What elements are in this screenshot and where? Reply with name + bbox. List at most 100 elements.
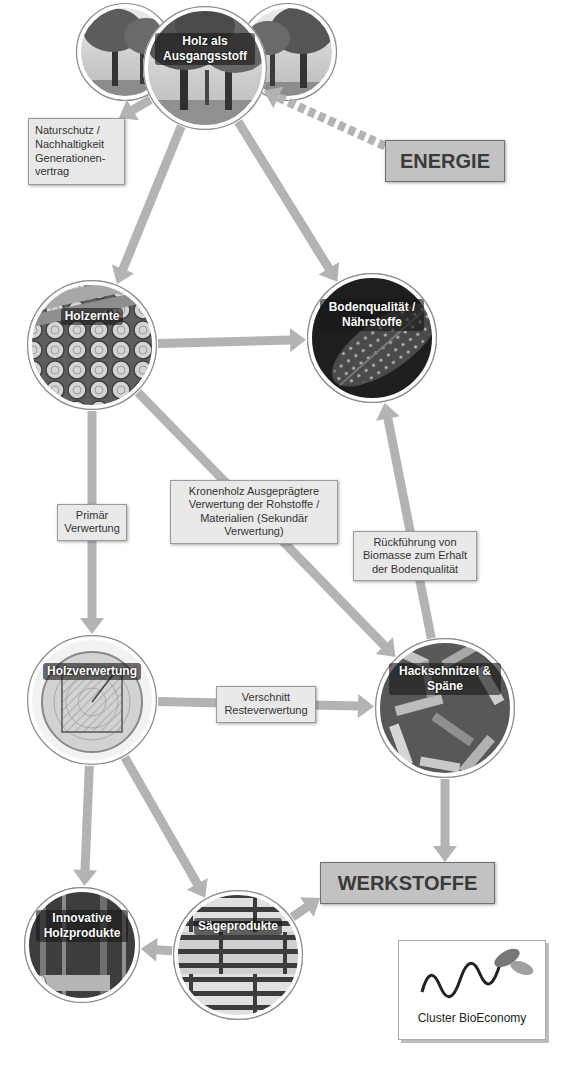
arrow-shaft xyxy=(123,126,181,269)
circle-label: Holzernte xyxy=(61,308,124,325)
circle-label-holder: Holz als Ausgangsstoff xyxy=(155,33,254,65)
sawn-timber-photo xyxy=(173,932,303,974)
flow-arrow xyxy=(141,938,172,962)
box-label: Cluster BioEconomy xyxy=(418,1011,527,1025)
wood-chips-photo xyxy=(419,757,460,773)
box-label: WERKSTOFFE xyxy=(327,871,488,895)
soil-leaf-photo xyxy=(319,288,450,402)
circle-label: Holz als Ausgangsstoff xyxy=(155,33,254,65)
edge-label: Kronenholz Ausgeprägtere Verwertung der … xyxy=(170,480,338,544)
wood-chips-photo xyxy=(375,636,515,778)
circle-label: Bodenqualität / Nährstoffe xyxy=(320,299,424,331)
logo-graphic xyxy=(398,940,546,1040)
circle-ring xyxy=(310,276,435,401)
arrow-shaft xyxy=(292,907,307,918)
flow-arrow xyxy=(73,766,97,886)
logo-graphic xyxy=(398,940,549,1043)
arrow-shaft xyxy=(238,122,329,269)
logo-graphic xyxy=(509,958,536,977)
circle-label-holder: Holzverwertung xyxy=(40,661,144,680)
arrow-shaft xyxy=(278,97,385,146)
circle-ring xyxy=(378,641,513,776)
tree-photo xyxy=(205,70,209,105)
sawn-timber-photo xyxy=(173,890,303,1020)
logo-box: Cluster BioEconomy xyxy=(398,940,546,1040)
energy-box: ENERGIE xyxy=(385,140,505,182)
wood-section-photo xyxy=(27,635,157,765)
circle-ring xyxy=(25,888,140,1003)
circle-label-holder: Bodenqualität / Nährstoffe xyxy=(320,299,424,331)
product-circle: Innovative Holzprodukte xyxy=(24,887,140,1003)
arrow-shaft xyxy=(125,757,198,884)
arrow-head xyxy=(112,265,134,284)
box-label: ENERGIE xyxy=(392,149,498,173)
arrow-shaft xyxy=(156,950,172,951)
arrow-head xyxy=(73,870,97,886)
arrow-head xyxy=(358,694,374,718)
circle-ring xyxy=(27,890,138,1001)
flow-arrow xyxy=(238,122,339,282)
circle-outline xyxy=(27,635,157,765)
forest-product-photo xyxy=(24,887,140,1003)
arrow-head xyxy=(141,938,158,962)
circle-ring xyxy=(146,9,265,128)
circle-label-holder: Hackschnitzel & Späne xyxy=(389,663,501,695)
flow-arrow xyxy=(264,86,385,146)
circle-outline xyxy=(143,6,267,130)
circle-ring xyxy=(30,638,155,763)
sawn-timber-photo xyxy=(173,890,303,1020)
edge-label: Verschnitt Resteverwertung xyxy=(216,686,316,723)
wood-section-photo xyxy=(42,652,142,752)
arrow-head xyxy=(300,897,320,917)
circle-ring xyxy=(176,893,301,1018)
flow-arrow xyxy=(138,392,396,657)
circle-label: Hackschnitzel & Späne xyxy=(389,663,501,695)
arrow-head xyxy=(319,262,339,282)
wood-chips-photo xyxy=(395,694,444,716)
forest-product-photo xyxy=(24,887,140,1003)
process-circle: Holzverwertung xyxy=(27,635,157,765)
soil-leaf-photo xyxy=(307,273,451,403)
edge-label: Rückführung von Biomasse zum Erhalt der … xyxy=(353,531,477,581)
circle-ring xyxy=(28,281,157,410)
circle-ring xyxy=(308,274,437,403)
note-box: Naturschutz / Nachhaltigkeit Generatione… xyxy=(28,118,125,185)
circle-outline xyxy=(375,638,515,778)
log-pile-photo xyxy=(27,280,157,410)
circle-ring xyxy=(28,636,157,765)
log-pile-photo xyxy=(20,271,160,410)
circle-label-holder: Holzernte xyxy=(40,306,144,325)
tree-photo xyxy=(143,6,270,130)
flow-arrow xyxy=(433,779,457,862)
arrow-shaft xyxy=(388,418,432,638)
circle-ring xyxy=(30,283,155,408)
arrow-shaft xyxy=(138,392,385,646)
circle-ring xyxy=(174,891,303,1020)
edge-label: Primär Verwertung xyxy=(57,504,127,541)
circle-label-holder: Innovative Holzprodukte xyxy=(36,910,129,942)
arrow-head xyxy=(376,403,400,421)
circle-outline xyxy=(173,890,303,1020)
arrow-head xyxy=(187,878,208,898)
circle-outline xyxy=(27,280,157,410)
product-circle: Sägeprodukte xyxy=(173,890,303,1020)
arrow-head xyxy=(80,618,104,634)
arrow-shaft xyxy=(158,340,291,343)
flow-arrow xyxy=(125,757,208,897)
wood-chips-photo xyxy=(431,713,474,747)
flow-arrow xyxy=(292,897,320,917)
flow-arrow xyxy=(158,328,306,352)
arrow-head xyxy=(376,637,396,657)
process-circle: Bodenqualität / Nährstoffe xyxy=(307,273,437,403)
material-box: WERKSTOFFE xyxy=(320,862,495,904)
circle-ring xyxy=(144,7,267,130)
box-label: Naturschutz / Nachhaltigkeit Generatione… xyxy=(35,124,118,179)
circle-label: Innovative Holzprodukte xyxy=(36,910,129,942)
arrow-shaft xyxy=(441,779,450,847)
arrow-head xyxy=(290,328,306,352)
source-circle: Holz als Ausgangsstoff xyxy=(143,6,267,130)
flow-arrow xyxy=(376,403,431,639)
process-circle: Holzernte xyxy=(27,280,157,410)
